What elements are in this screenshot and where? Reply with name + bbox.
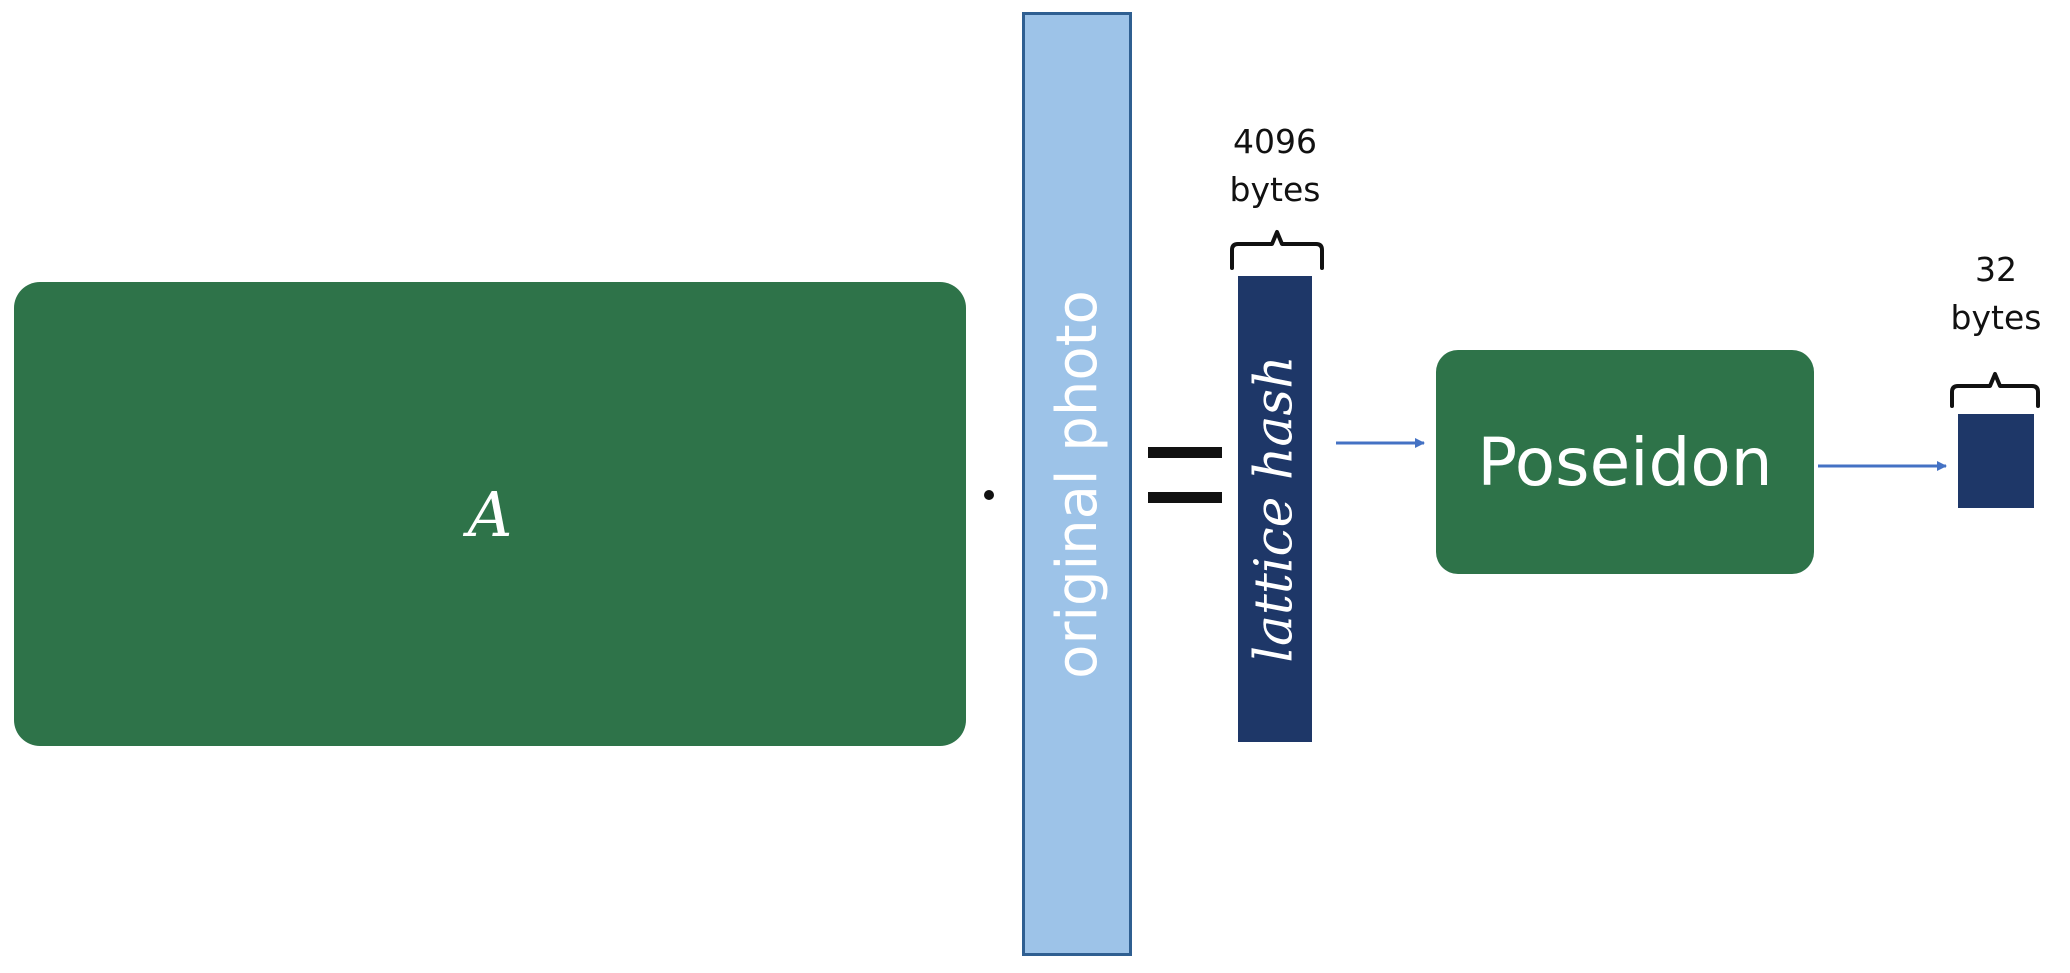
- output-size-brace: [1950, 372, 2040, 408]
- lattice-size-value: 4096: [1233, 122, 1317, 161]
- matrix-a-label: A: [467, 477, 513, 551]
- output-size-value: 32: [1975, 250, 2017, 289]
- equals-sign: [1148, 447, 1222, 503]
- poseidon-box: Poseidon: [1436, 350, 1814, 574]
- lattice-size-brace: [1230, 230, 1324, 270]
- original-photo-column: original photo: [1022, 12, 1132, 956]
- poseidon-label: Poseidon: [1477, 423, 1773, 501]
- output-size-label: 32 bytes: [1940, 246, 2052, 342]
- equals-bar-top: [1148, 447, 1222, 458]
- matrix-a-box: A: [14, 282, 966, 746]
- multiplication-dot: [984, 490, 994, 500]
- lattice-size-label: 4096 bytes: [1216, 118, 1334, 214]
- output-size-unit: bytes: [1950, 298, 2042, 337]
- lattice-size-unit: bytes: [1229, 170, 1321, 209]
- equals-bar-bottom: [1148, 492, 1222, 503]
- output-hash-box: [1958, 414, 2034, 508]
- lattice-hash-box: lattice hash: [1238, 276, 1312, 742]
